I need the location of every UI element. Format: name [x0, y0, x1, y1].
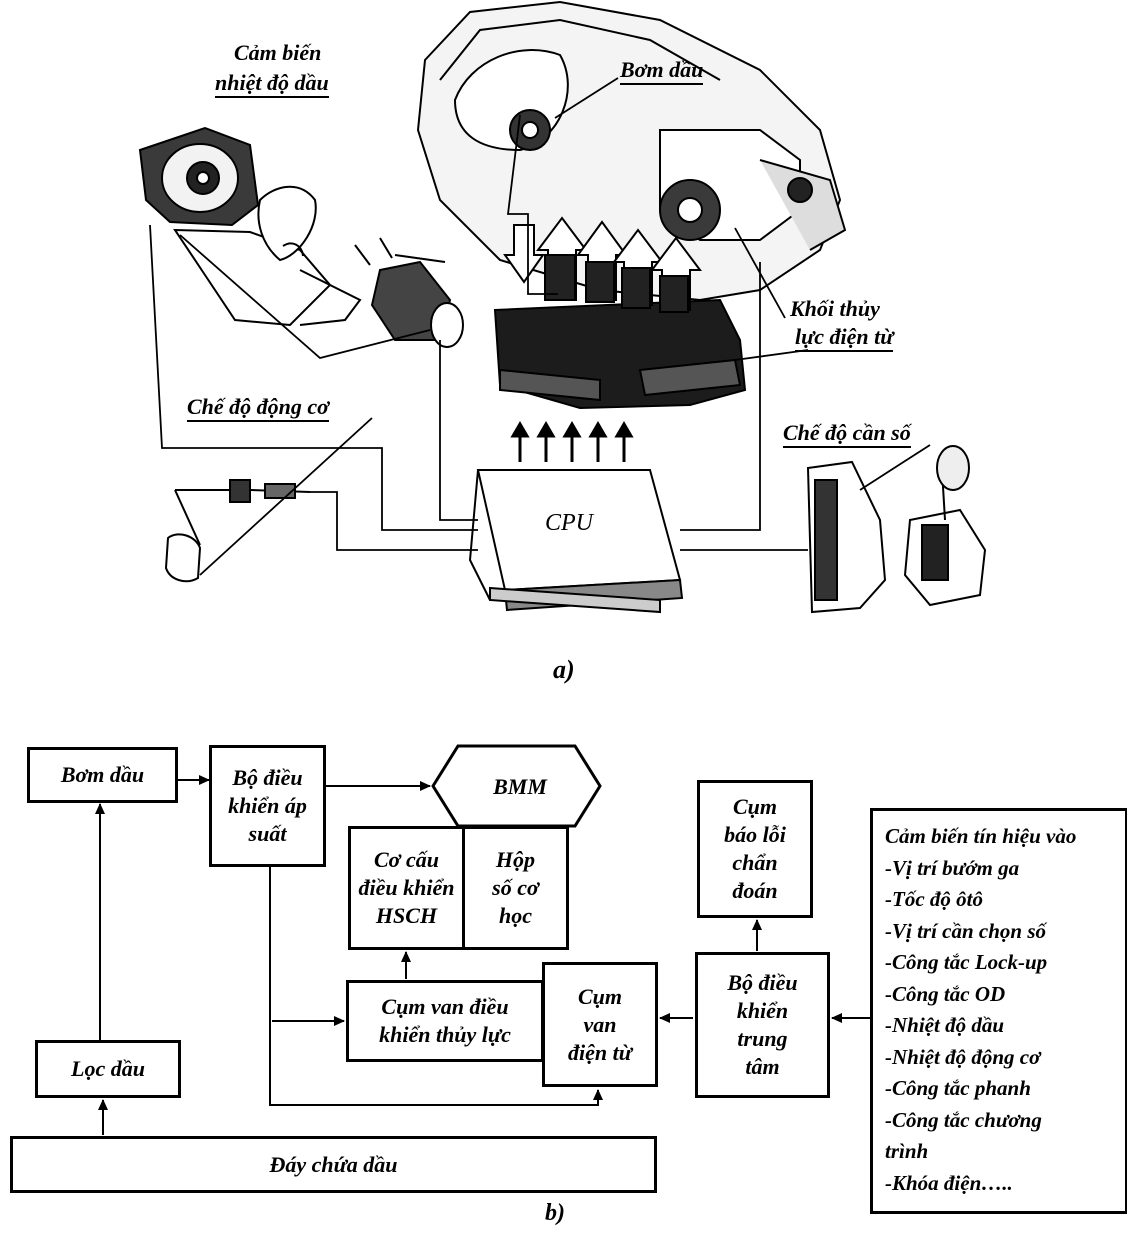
box-solenoid-valve-unit-text: Cụm van điện từ [568, 983, 632, 1065]
box-central-controller-text: Bộ điều khiển trung tâm [727, 970, 798, 1079]
box-oil-sump-text: Đáy chứa dầu [269, 1151, 398, 1177]
box-diagnostic-unit-text: Cụm báo lỗi chẩn đoán [724, 794, 786, 903]
box-control-mechanism: Cơ cấu điều khiển HSCH [348, 826, 465, 950]
input-signal-item: -Công tắc OD [885, 981, 1006, 1006]
input-signal-item: -Công tắc phanh [885, 1076, 1031, 1100]
caption-a: a) [553, 655, 575, 684]
input-signal-item: trình [885, 1139, 929, 1163]
box-mechanical-gearbox-text: Hộp số cơ học [492, 847, 539, 928]
hydraulic-block-illustration [493, 216, 747, 410]
label-oil-temp-sensor-line1: Cảm biến [234, 40, 322, 65]
box-solenoid-valve-unit: Cụm van điện từ [542, 962, 658, 1087]
throttle-pedal-illustration [164, 479, 311, 583]
gear-lever-illustration [806, 445, 987, 614]
box-oil-filter: Lọc dầu [35, 1040, 181, 1098]
input-signal-item: -Công tắc Lock-up [885, 950, 1048, 974]
figure-b-connectors [95, 775, 870, 1135]
input-signal-item: -Vị trí bướm ga [885, 855, 1020, 880]
caption-b: b) [545, 1200, 565, 1226]
box-control-mechanism-text: Cơ cấu điều khiển HSCH [358, 847, 455, 928]
box-bmm: BMM [470, 760, 570, 814]
label-oil-pump: Bơm dầu [620, 57, 704, 85]
label-oil-temp-sensor-line2: nhiệt độ dầu [215, 70, 329, 98]
cpu-output-arrows [510, 421, 634, 462]
box-pressure-controller-text: Bộ điều khiển áp suất [228, 765, 307, 846]
box-bmm-text: BMM [493, 774, 547, 799]
input-signals-box: Cảm biến tín hiệu vào -Vị trí bướm ga -T… [870, 808, 1127, 1214]
input-signals-title: Cảm biến tín hiệu vào [885, 824, 1077, 848]
box-mechanical-gearbox: Hộp số cơ học [462, 826, 569, 950]
box-diagnostic-unit: Cụm báo lỗi chẩn đoán [697, 780, 813, 918]
cpu-illustration [468, 469, 684, 614]
box-oil-pump-text: Bơm dầu [60, 762, 145, 787]
box-hydraulic-valve-unit-text: Cụm van điều khiển thủy lực [379, 994, 511, 1047]
box-oil-pump: Bơm dầu [27, 747, 178, 803]
label-hydraulic-block-line2: lực điện từ [795, 324, 894, 352]
input-signal-item: -Vị trí cần chọn số [885, 918, 1047, 943]
label-hydraulic-block-line1: Khối thủy [790, 296, 880, 321]
label-engine-mode: Chế độ động cơ [187, 394, 329, 422]
label-cpu: CPU [545, 510, 593, 536]
box-central-controller: Bộ điều khiển trung tâm [695, 952, 830, 1098]
box-oil-sump: Đáy chứa dầu [10, 1136, 657, 1193]
input-signal-item: -Tốc độ ôtô [885, 887, 983, 911]
box-hydraulic-valve-unit: Cụm van điều khiển thủy lực [346, 980, 544, 1062]
input-signal-item: -Nhiệt độ động cơ [885, 1044, 1041, 1069]
oil-temp-sensor-illustration [138, 126, 362, 327]
label-gear-lever-mode: Chế độ cần số [783, 420, 911, 448]
figure-a-wires [149, 77, 931, 576]
input-signal-item: -Nhiệt độ dầu [885, 1013, 1005, 1037]
engine-mode-connector-illustration [354, 237, 464, 348]
input-signal-item: -Khóa điện….. [885, 1170, 1013, 1195]
box-oil-filter-text: Lọc dầu [71, 1056, 145, 1081]
box-pressure-controller: Bộ điều khiển áp suất [209, 745, 326, 867]
input-signal-item: -Công tắc chương [885, 1107, 1042, 1132]
